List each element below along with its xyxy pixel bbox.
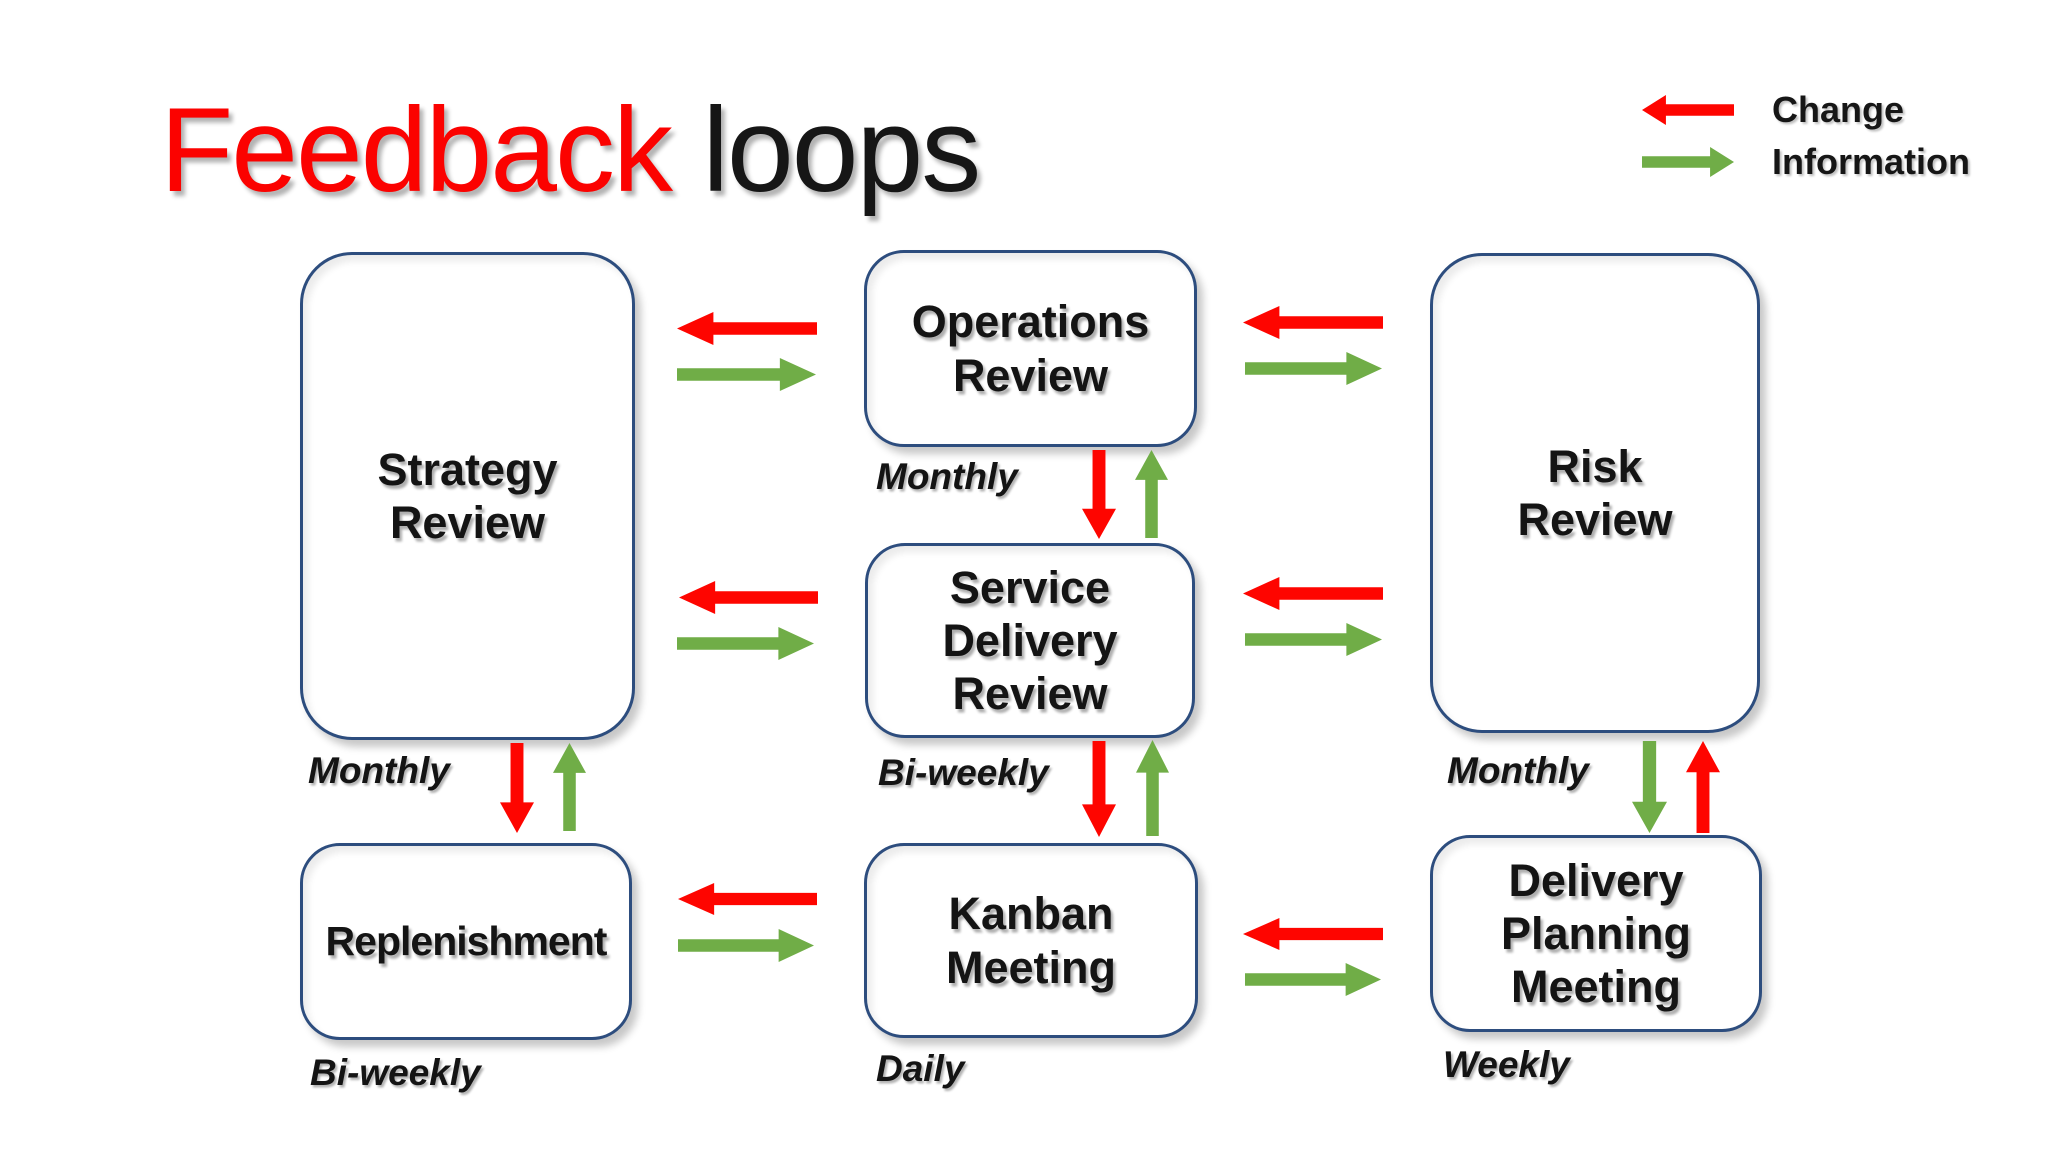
change-arrow-icon <box>1642 95 1734 125</box>
legend-change-label: Change <box>1772 89 1905 130</box>
kanban-frequency-label: Daily <box>876 1048 965 1089</box>
kanban-meeting-label: Kanban Meeting <box>945 888 1116 993</box>
change-arrow-operations-to-strategy <box>677 312 817 345</box>
risk-review-label: Risk Review <box>1517 440 1673 545</box>
information-arrow-strategy-to-service-delivery <box>677 627 814 660</box>
legend-information-label: Information <box>1772 141 1970 182</box>
information-arrow-strategy-to-operations <box>677 358 816 391</box>
legend-row-change: Change <box>1642 88 1970 132</box>
replenishment-box: Replenishment <box>300 843 632 1040</box>
risk-review-box: Risk Review <box>1430 253 1760 733</box>
information-arrow-kanban-to-delivery-planning <box>1245 963 1381 996</box>
information-arrow-kanban-to-service-delivery <box>1136 740 1169 836</box>
information-arrow-icon <box>1642 147 1734 177</box>
change-arrow-risk-to-service-delivery <box>1243 577 1383 610</box>
title-accent: Feedback <box>160 83 673 217</box>
legend-row-information: Information <box>1642 140 1970 184</box>
risk-frequency-label: Monthly <box>1447 750 1589 791</box>
delivery-planning-frequency-label: Weekly <box>1443 1044 1570 1085</box>
information-arrow-service-delivery-to-risk <box>1245 623 1382 656</box>
information-arrow-service-delivery-to-operations <box>1135 450 1168 538</box>
operations-frequency-label: Monthly <box>876 456 1018 497</box>
change-arrow-risk-to-operations <box>1243 306 1383 339</box>
information-arrow-replenishment-to-kanban <box>678 929 814 962</box>
change-arrow-delivery-planning-to-risk <box>1686 741 1720 833</box>
replenishment-label: Replenishment <box>325 918 608 965</box>
service-delivery-frequency-label: Bi-weekly <box>878 752 1049 793</box>
title-rest: loops <box>671 83 981 217</box>
legend: Change Information <box>1642 88 1970 192</box>
operations-review-box: Operations Review <box>864 250 1197 447</box>
change-arrow-kanban-to-replenishment <box>678 883 817 915</box>
page-title: Feedback loops <box>160 78 981 222</box>
information-arrow-risk-to-delivery-planning <box>1632 741 1667 833</box>
delivery-planning-meeting-box: Delivery Planning Meeting <box>1430 835 1762 1032</box>
change-arrow-delivery-planning-to-kanban <box>1243 918 1383 950</box>
information-arrow-operations-to-risk <box>1245 352 1382 385</box>
service-delivery-review-label: Service Delivery Review <box>942 561 1118 720</box>
strategy-frequency-label: Monthly <box>308 750 450 791</box>
kanban-meeting-box: Kanban Meeting <box>864 843 1198 1038</box>
change-arrow-service-delivery-to-kanban <box>1082 741 1116 837</box>
operations-review-label: Operations Review <box>911 296 1150 401</box>
information-arrow-replenishment-to-strategy <box>553 743 586 831</box>
strategy-review-label: Strategy Review <box>377 443 558 548</box>
change-arrow-strategy-to-replenishment <box>500 743 534 833</box>
strategy-review-box: Strategy Review <box>300 252 635 740</box>
change-arrow-operations-to-service-delivery <box>1082 450 1116 539</box>
change-arrow-service-delivery-to-strategy <box>679 581 818 614</box>
service-delivery-review-box: Service Delivery Review <box>865 543 1195 738</box>
delivery-planning-meeting-label: Delivery Planning Meeting <box>1501 854 1691 1013</box>
replenishment-frequency-label: Bi-weekly <box>310 1052 481 1093</box>
